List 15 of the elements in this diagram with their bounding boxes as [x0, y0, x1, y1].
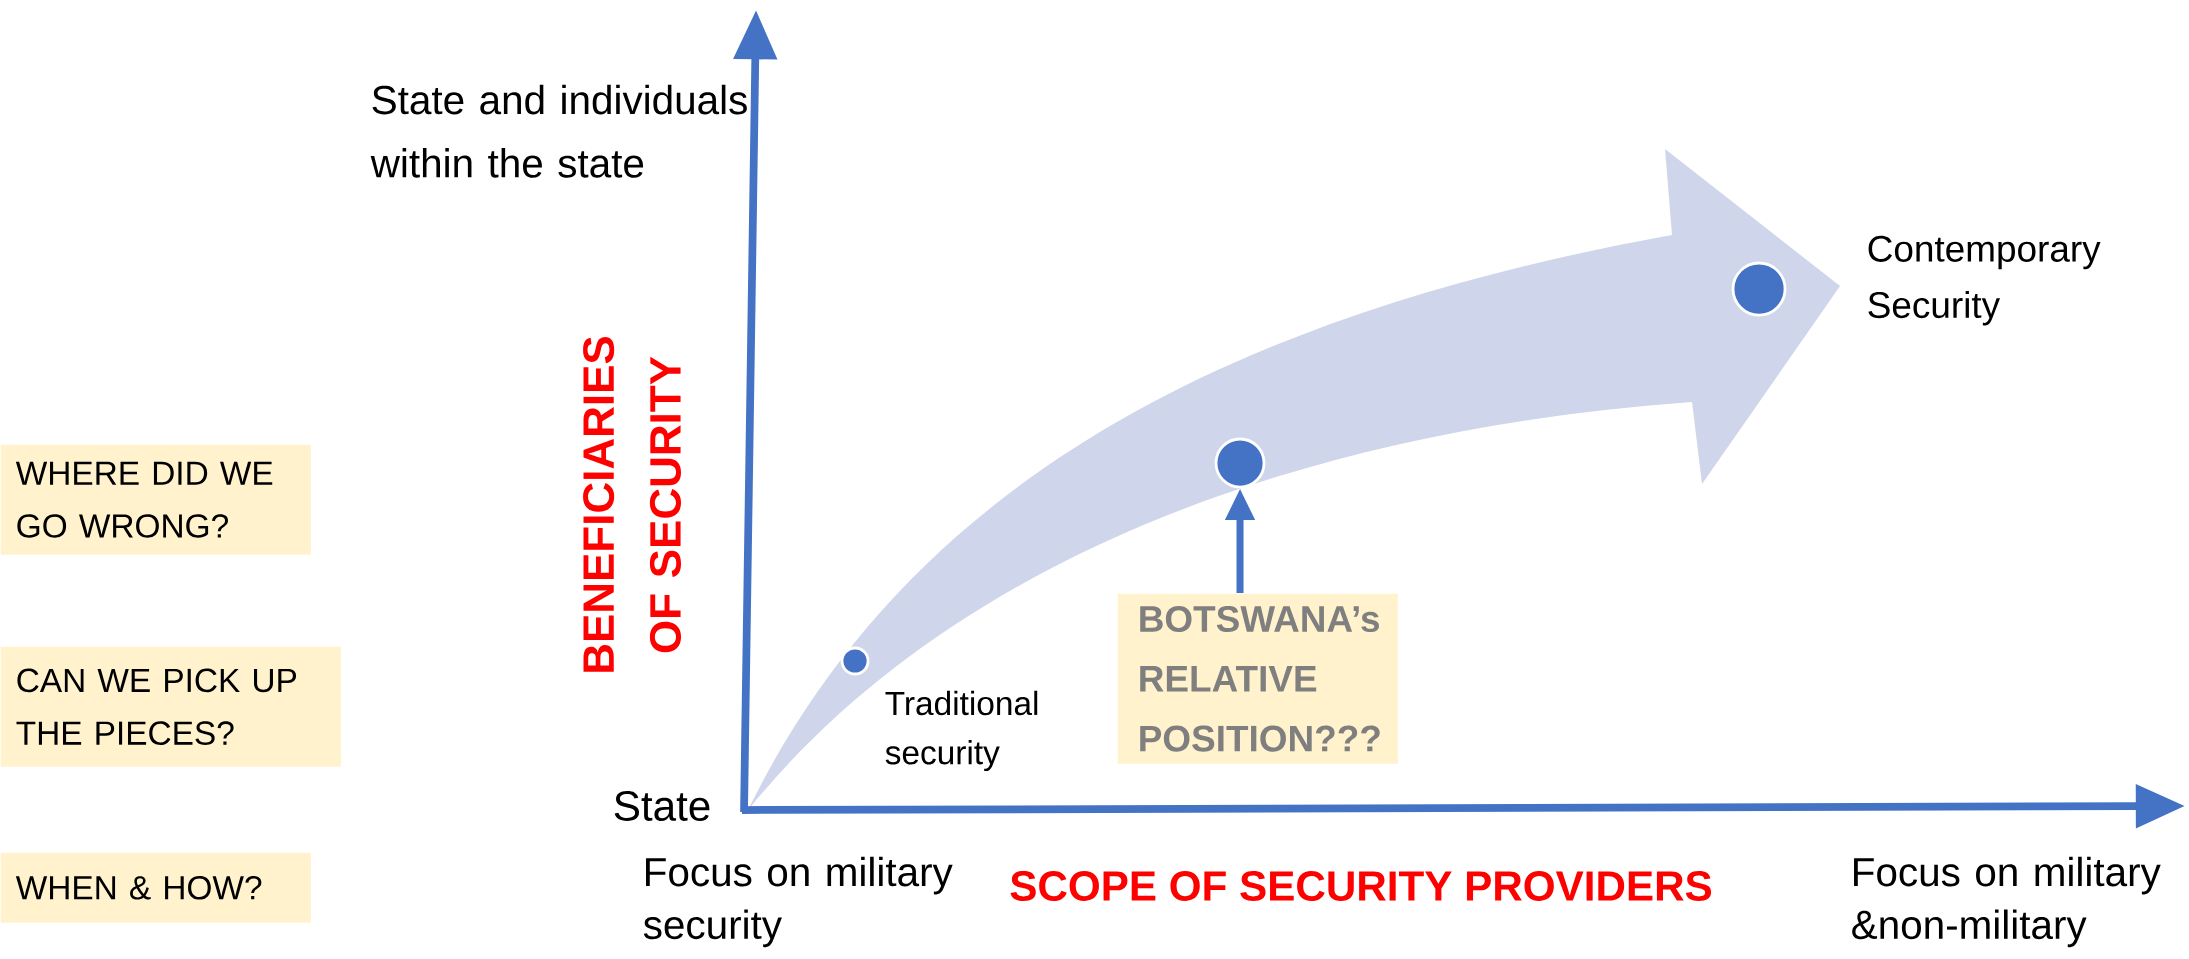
question-box: BOTSWANA’s RELATIVE POSITION??? [1117, 593, 1398, 764]
axis-title: SCOPE OF SECURITY PROVIDERS [1010, 871, 1712, 901]
position-dot [1731, 261, 1787, 317]
question-box: WHERE DID WE GO WRONG? [0, 444, 311, 555]
question-box: WHEN & HOW? [0, 852, 311, 923]
position-dot [840, 646, 870, 676]
question-box: CAN WE PICK UP THE PIECES? [0, 646, 341, 767]
axis-title: BENEFICIARIES OF SECURITY [583, 337, 681, 672]
position-dot [1214, 437, 1266, 489]
axis-end-label: State and individuals within the state [370, 84, 747, 178]
axis-end-label: Focus on military &non-military [1852, 856, 2161, 948]
axis-end-label: Focus on military security [643, 856, 953, 948]
axis-end-label: State [614, 791, 710, 821]
dot-caption: Traditional security [885, 690, 1038, 772]
dot-caption: Contemporary Security [1868, 235, 2101, 326]
